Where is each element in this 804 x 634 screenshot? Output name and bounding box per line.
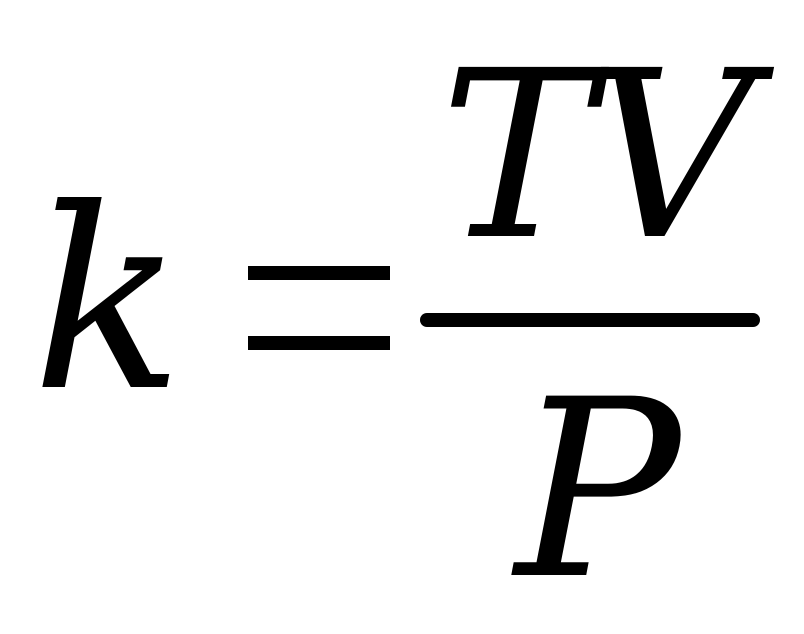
fraction-bar [420, 313, 760, 327]
fraction-numerator: TV [440, 21, 754, 291]
fraction-denominator: P [515, 348, 681, 634]
equals-bottom-bar [248, 336, 390, 350]
variable-k: k [32, 155, 184, 446]
equals-sign [248, 266, 390, 352]
equals-top-bar [248, 266, 390, 280]
